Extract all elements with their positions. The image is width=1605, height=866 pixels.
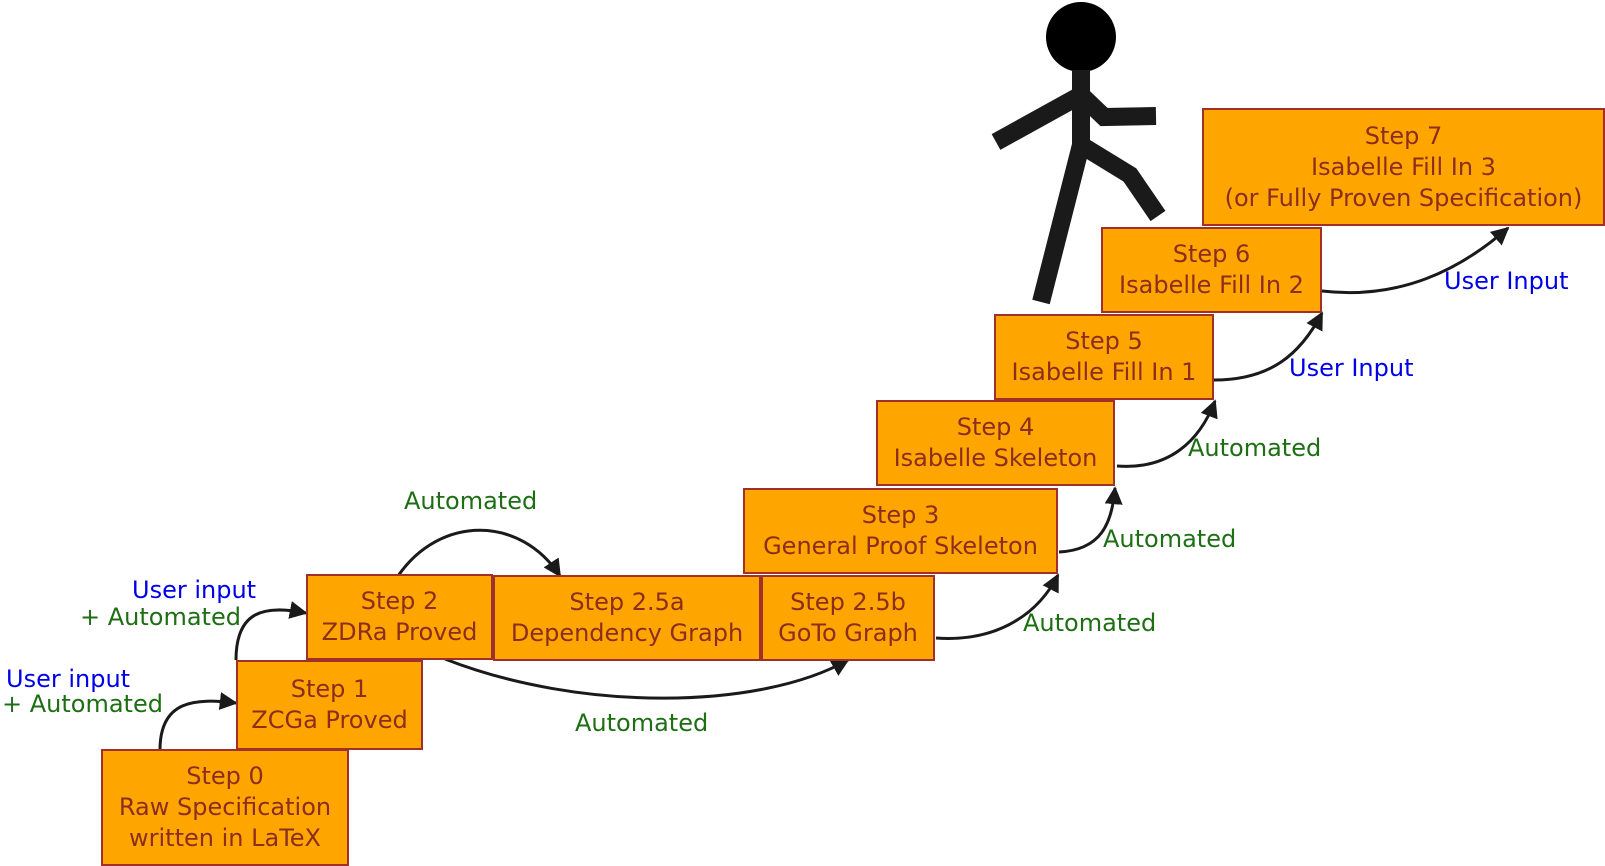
step-2-box: Step 2 ZDRa Proved	[306, 574, 493, 660]
arrow-step2-to-step2-5b	[444, 657, 850, 700]
step-2-5a-line-1: Step 2.5a	[569, 588, 685, 616]
step-0-line-2: Raw Specification	[118, 793, 332, 821]
step-3-box: Step 3 General Proof Skeleton	[743, 488, 1058, 574]
label-step1-to-step2-auto: + Automated	[80, 603, 241, 631]
label-step1-to-step2-user: User input	[132, 576, 257, 604]
step-7-box: Step 7 Isabelle Fill In 3 (or Fully Prov…	[1202, 108, 1605, 226]
step-0-line-1: Step 0	[186, 762, 264, 790]
step-6-box: Step 6 Isabelle Fill In 2	[1101, 227, 1322, 313]
label-step2-to-step2-5b: Automated	[575, 709, 709, 737]
arrow-step5-to-step6	[1213, 311, 1324, 382]
step-5-line-2: Isabelle Fill In 1	[1011, 358, 1197, 386]
label-step4-to-step5: Automated	[1188, 434, 1322, 462]
label-step2-5b-to-step3: Automated	[1023, 609, 1157, 637]
label-step0-to-step1-auto: + Automated	[2, 690, 163, 718]
step-4-line-2: Isabelle Skeleton	[893, 444, 1098, 472]
step-2-5a-line-2: Dependency Graph	[510, 619, 744, 647]
step-6-line-1: Step 6	[1172, 240, 1251, 268]
step-4-line-1: Step 4	[956, 413, 1035, 441]
arrow-step0-to-step1	[158, 692, 238, 751]
label-step2-to-step2-5a: Automated	[404, 487, 538, 515]
step-2-5a-box: Step 2.5a Dependency Graph	[493, 575, 761, 661]
step-4-box: Step 4 Isabelle Skeleton	[876, 400, 1115, 486]
label-step5-to-step6: User Input	[1289, 354, 1414, 382]
step-0-box: Step 0 Raw Specification written in LaTe…	[101, 749, 349, 866]
step-2-5b-box: Step 2.5b GoTo Graph	[761, 575, 935, 661]
step-2-5b-line-1: Step 2.5b	[790, 588, 906, 616]
step-5-line-1: Step 5	[1065, 327, 1143, 355]
step-7-line-1: Step 7	[1364, 121, 1443, 150]
step-1-box: Step 1 ZCGa Proved	[236, 660, 423, 750]
arrow-step1-to-step2	[234, 601, 308, 661]
step-0-line-3: written in LaTeX	[129, 824, 321, 852]
step-2-line-2: ZDRa Proved	[321, 618, 478, 646]
step-2-5b-line-2: GoTo Graph	[778, 619, 918, 647]
arrow-step6-to-step7	[1321, 226, 1510, 295]
arrow-step2-to-step2-5a	[396, 528, 562, 578]
step-2-line-1: Step 2	[360, 587, 439, 615]
label-step6-to-step7: User Input	[1444, 267, 1569, 295]
arrow-step2-5b-to-step3	[935, 573, 1060, 640]
step-5-box: Step 5 Isabelle Fill In 1	[994, 314, 1214, 400]
label-step0-to-step1-user: User input	[6, 665, 131, 693]
step-1-line-2: ZCGa Proved	[251, 706, 408, 734]
step-3-line-2: General Proof Skeleton	[763, 532, 1038, 560]
arrow-step4-to-step5	[1116, 399, 1218, 468]
step-7-line-2: Isabelle Fill In 3	[1311, 152, 1496, 181]
step-6-line-2: Isabelle Fill In 2	[1119, 271, 1304, 299]
step-3-line-1: Step 3	[861, 501, 940, 529]
step-7-line-3: (or Fully Proven Specification)	[1224, 183, 1583, 212]
step-1-line-1: Step 1	[290, 675, 369, 703]
stick-figure	[991, 2, 1166, 305]
stick-figure-head	[1046, 2, 1116, 72]
label-step3-to-step4: Automated	[1103, 525, 1237, 553]
arrow-step3-to-step4	[1058, 486, 1123, 554]
